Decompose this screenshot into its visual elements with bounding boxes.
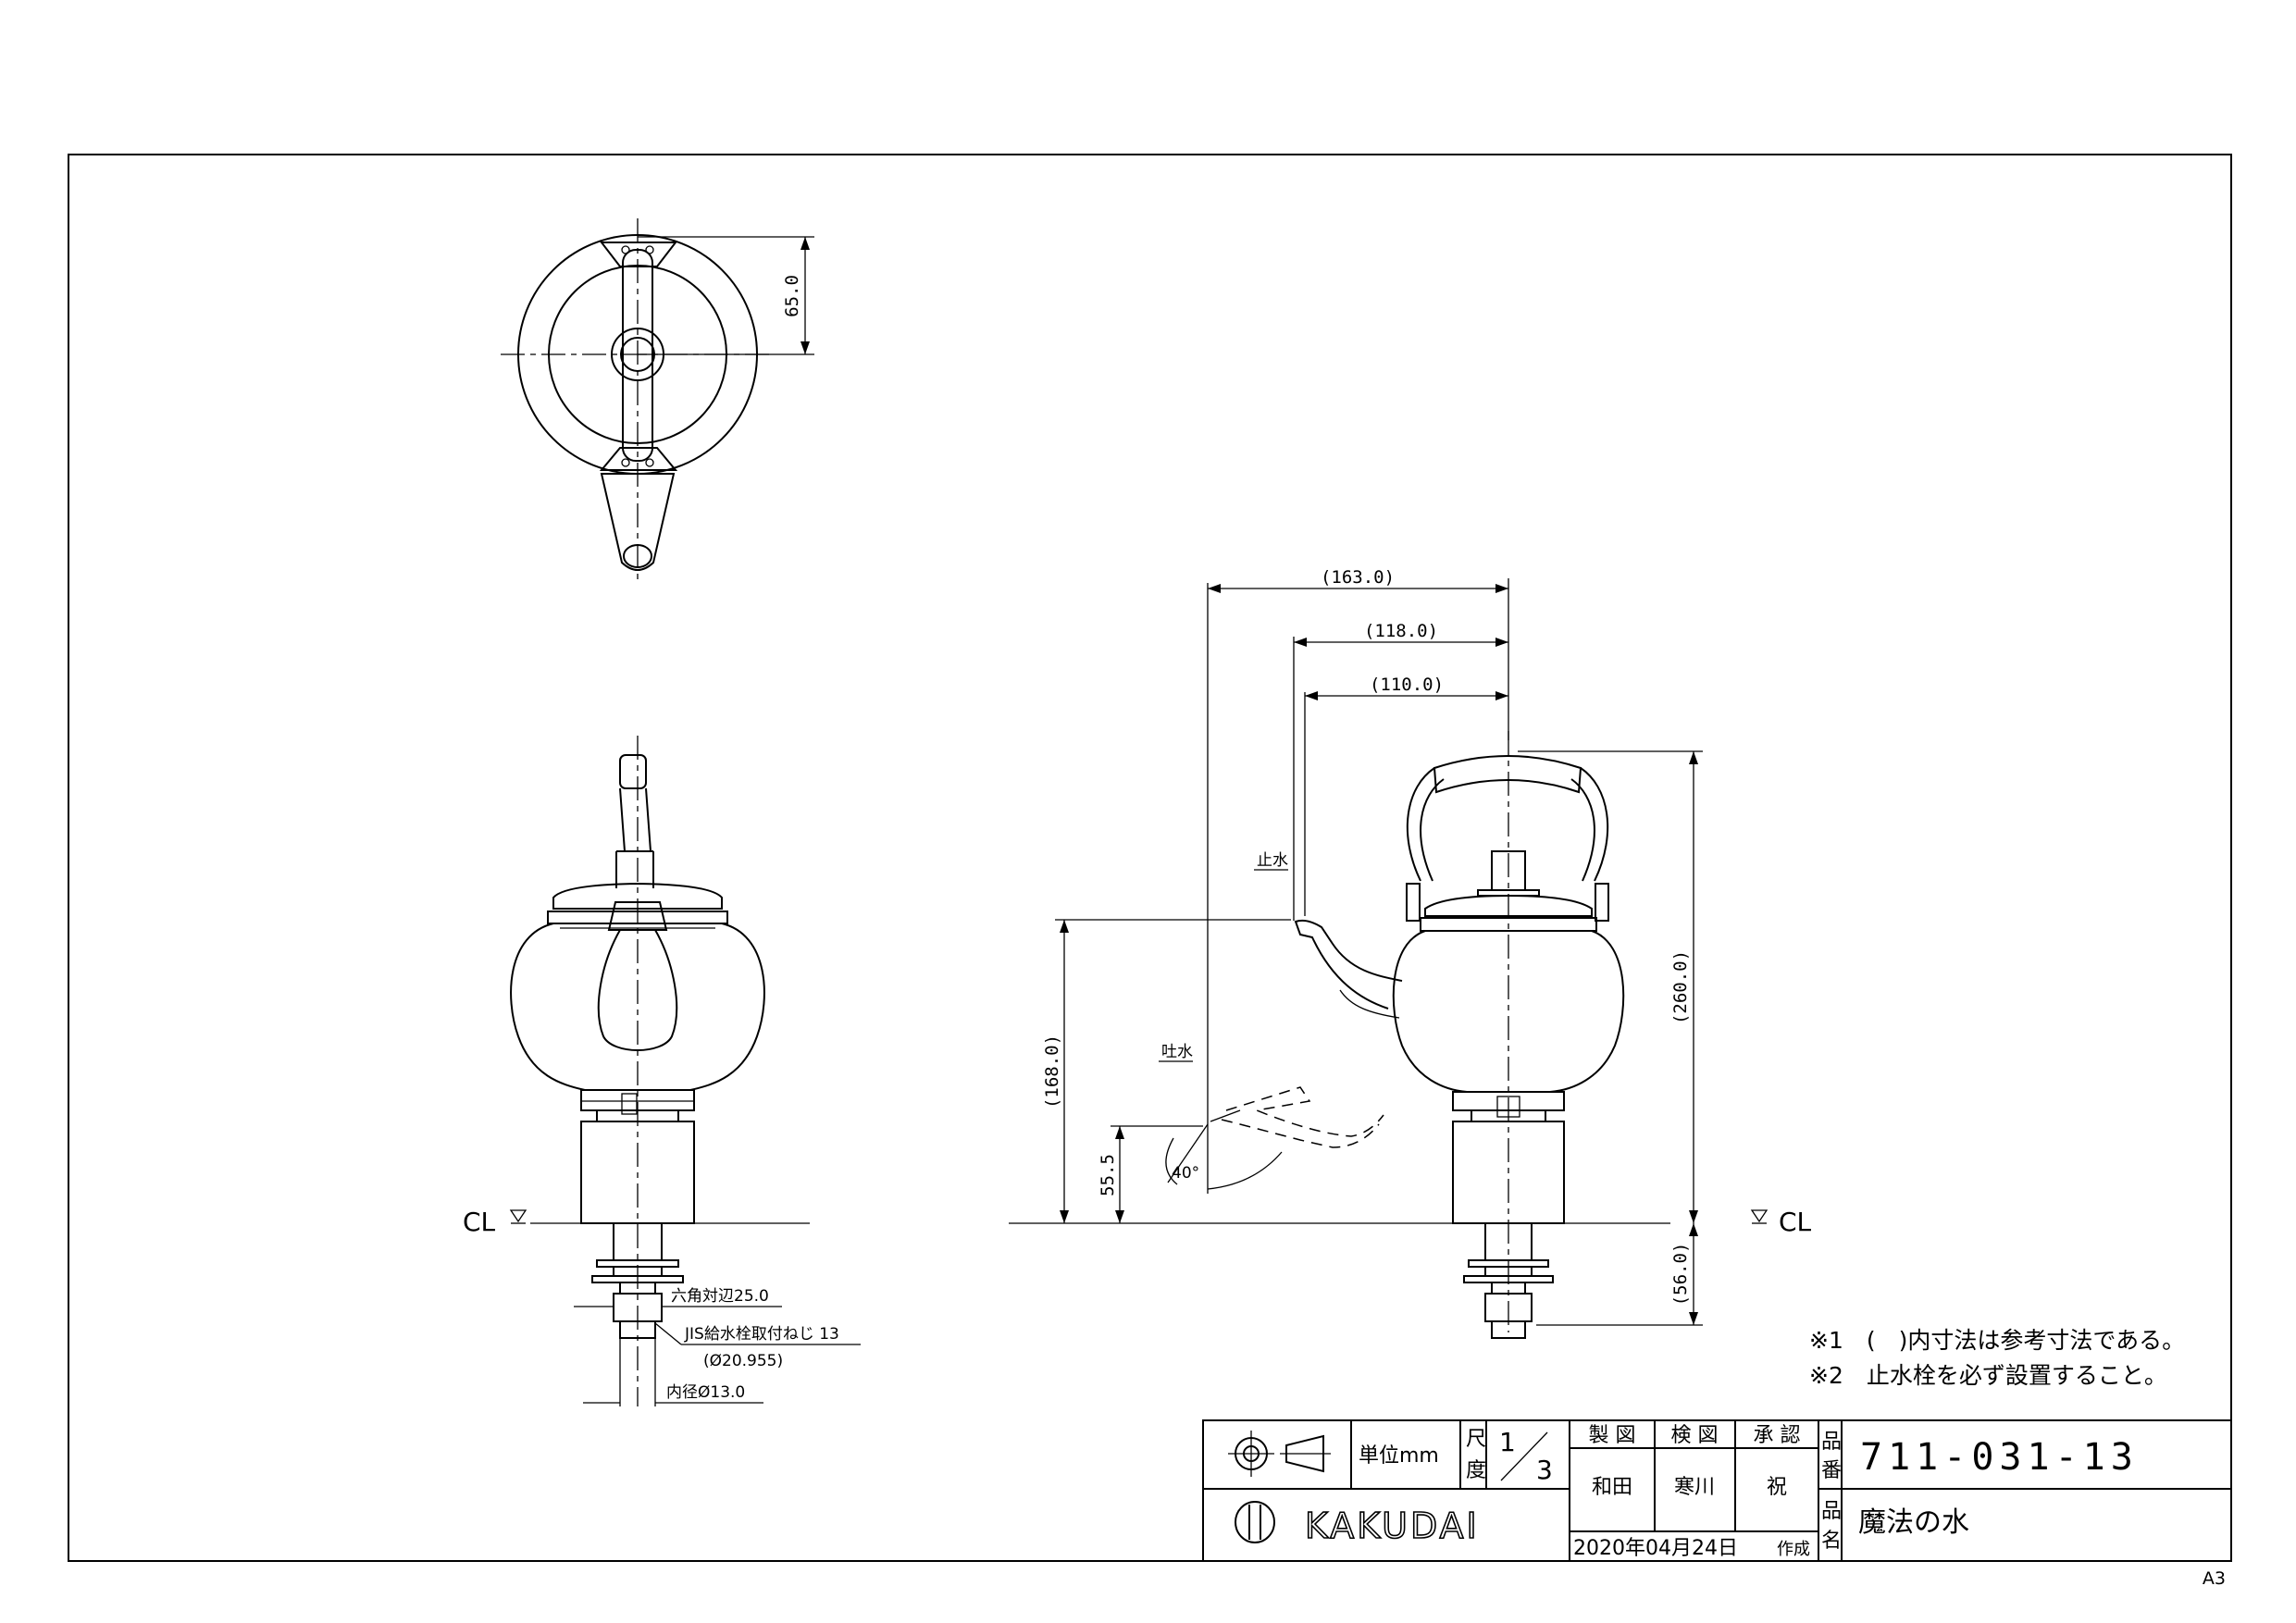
thread-label: JIS給水栓取付ねじ 13 bbox=[684, 1325, 839, 1344]
note-2: ※2 止水栓を必ず設置すること。 bbox=[1809, 1362, 2167, 1389]
bore-label: 内径Ø13.0 bbox=[666, 1383, 745, 1402]
dim-width-65: 65.0 bbox=[782, 275, 802, 317]
dim-height: (260.0) bbox=[1670, 950, 1691, 1024]
name-label-2: 名 bbox=[1821, 1530, 1842, 1553]
issue-date-suffix: 作成 bbox=[1777, 1540, 1810, 1559]
scale-denominator: 3 bbox=[1536, 1455, 1553, 1485]
part-name: 魔法の水 bbox=[1858, 1506, 1969, 1539]
checked-label: 検 図 bbox=[1671, 1424, 1719, 1447]
checked-by: 寒川 bbox=[1674, 1476, 1715, 1499]
part-no-label-2: 番 bbox=[1821, 1459, 1842, 1482]
projection-symbol-icon bbox=[1228, 1431, 1331, 1477]
label-stop: 止水 bbox=[1257, 851, 1288, 870]
approved-label: 承 認 bbox=[1754, 1424, 1801, 1447]
dim-spout-height: (168.0) bbox=[1042, 1035, 1062, 1109]
brand-name: KAKUDAI bbox=[1305, 1505, 1480, 1546]
approved-by: 祝 bbox=[1767, 1476, 1787, 1499]
issue-date: 2020年04月24日 bbox=[1573, 1537, 1738, 1560]
side-view: CL bbox=[1009, 567, 1812, 1339]
kakudai-logo-icon: KAKUDAI bbox=[1235, 1501, 1480, 1547]
part-no-label-1: 品 bbox=[1821, 1431, 1842, 1454]
scale-label-2: 度 bbox=[1466, 1459, 1486, 1482]
drawn-label: 製 図 bbox=[1589, 1424, 1636, 1447]
title-block: 単位mm 尺 度 1 3 製 図 検 図 承 認 和田 寒川 祝 品 番 711… bbox=[1202, 1419, 2232, 1562]
dim-reach-stop: (118.0) bbox=[1364, 621, 1438, 641]
dim-outlet-height: 55.5 bbox=[1098, 1154, 1118, 1196]
unit-label: 単位mm bbox=[1359, 1444, 1439, 1468]
front-view: CL bbox=[463, 736, 861, 1406]
name-label-1: 品 bbox=[1821, 1500, 1842, 1523]
drawn-by: 和田 bbox=[1592, 1476, 1632, 1499]
hex-label: 六角対辺25.0 bbox=[671, 1287, 769, 1306]
angle-label: 40° bbox=[1172, 1164, 1199, 1183]
dim-overall-reach: (163.0) bbox=[1321, 567, 1395, 588]
note-1: ※1 ( )内寸法は参考寸法である。 bbox=[1809, 1327, 2185, 1354]
scale-label-1: 尺 bbox=[1466, 1428, 1486, 1451]
top-view: 65.0 bbox=[501, 218, 814, 581]
drawing-frame bbox=[68, 154, 2232, 1562]
sheet-size: A3 bbox=[2203, 1568, 2226, 1589]
part-number: 711-031-13 bbox=[1860, 1436, 2139, 1479]
scale-numerator: 1 bbox=[1499, 1427, 1516, 1457]
front-cl-label: CL bbox=[463, 1207, 496, 1237]
thread-size: (Ø20.955) bbox=[703, 1352, 783, 1370]
dim-reach-spout: (110.0) bbox=[1370, 675, 1444, 695]
label-discharge: 吐水 bbox=[1161, 1043, 1193, 1061]
dim-below-cl: (56.0) bbox=[1670, 1243, 1691, 1307]
side-cl-label: CL bbox=[1779, 1207, 1812, 1237]
